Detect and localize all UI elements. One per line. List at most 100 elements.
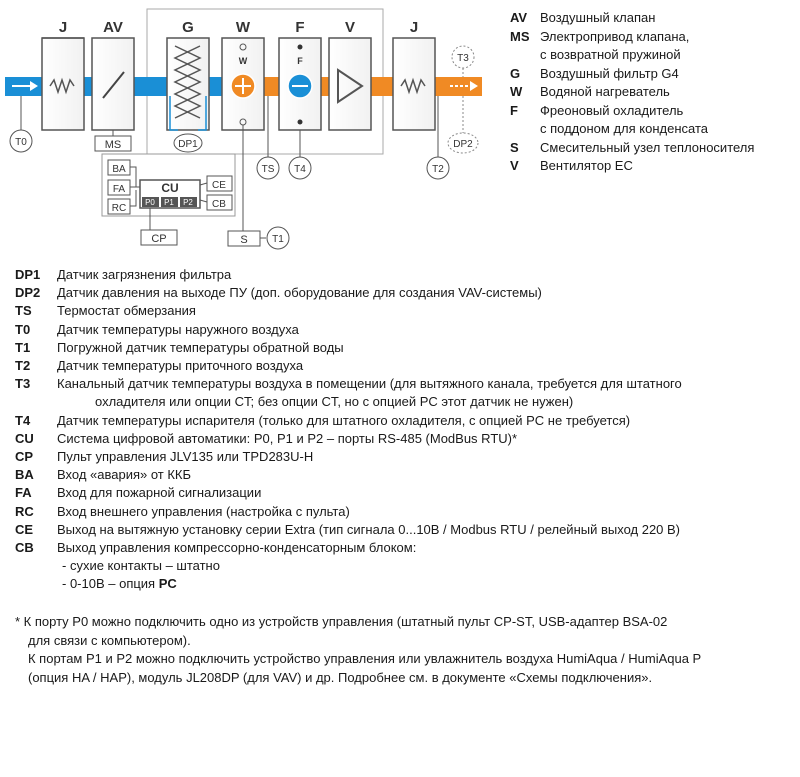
- cb-option-dry-contacts: - сухие контакты – штатно: [62, 558, 220, 574]
- unit-label-AV: AV: [103, 19, 123, 36]
- legend-top-row: AV Воздушный клапан: [510, 9, 800, 28]
- legend-code: FA: [15, 485, 32, 501]
- legend-main-row: DP1 Датчик загрязнения фильтра: [15, 266, 795, 284]
- legend-top-row: с поддоном для конденсата: [510, 120, 800, 139]
- cb-option-code: PC: [158, 576, 177, 592]
- legend-code: T4: [15, 412, 31, 428]
- sensor-T4: [288, 156, 312, 180]
- legend-code: T3: [15, 376, 31, 392]
- legend-description: Термостат обмерзания: [57, 303, 196, 319]
- legend-main-row: CP Пульт управления JLV135 или TPD283U-H: [15, 448, 795, 466]
- sensor-label-T2: T2: [432, 164, 444, 175]
- legend-description: Фреоновый охладитель: [540, 102, 684, 118]
- legend-description: Датчик загрязнения фильтра: [57, 267, 232, 282]
- legend-code: MS: [510, 28, 530, 44]
- flex-connector-icon: [400, 77, 426, 95]
- sensor-DP2: [447, 132, 479, 154]
- actuator-MS: [94, 135, 132, 152]
- legend-top-row: с возвратной пружиной: [510, 46, 800, 65]
- legend-code: CB: [15, 540, 34, 556]
- legend-code: [510, 120, 540, 139]
- unit-V: V: [328, 19, 372, 131]
- unit-G: G: [166, 19, 210, 131]
- sensor-label-TS: TS: [262, 164, 275, 175]
- input-label-FA: FA: [113, 184, 126, 195]
- port-P2: [180, 197, 197, 207]
- legend-description: Погружной датчик температуры обратной во…: [57, 339, 344, 355]
- legend-description: Водяной нагреватель: [540, 84, 670, 99]
- legend-code: AV: [510, 10, 528, 25]
- unit-small-label-W: W: [239, 56, 248, 66]
- sensor-label-DP2: DP2: [453, 139, 473, 150]
- legend-code: T2: [15, 358, 31, 374]
- port-label-P2: P2: [183, 198, 193, 207]
- footnote-line: для связи с компьютером).: [28, 632, 191, 648]
- sensor-label-T4: T4: [294, 164, 306, 175]
- sensor-label-T0: T0: [15, 137, 27, 148]
- cb-option-text: - 0-10В – опция: [62, 576, 159, 592]
- unit-F: F F: [278, 19, 322, 131]
- legend-top-row: G Воздушный фильтр G4: [510, 65, 800, 84]
- legend-main-row: TS Термостат обмерзания: [15, 302, 795, 320]
- sensor-T0: [9, 129, 33, 153]
- legend-code: TS: [15, 303, 32, 319]
- legend-code: S: [510, 139, 519, 155]
- unit-W: W W: [221, 19, 265, 131]
- legend-description: Воздушный фильтр G4: [540, 65, 679, 81]
- legend-description: с поддоном для конденсата: [540, 121, 708, 136]
- port-label-P1: P1: [164, 198, 174, 207]
- port-label-P0: P0: [145, 198, 155, 207]
- sensor-label-DP1: DP1: [178, 139, 198, 150]
- unit-label-F: F: [295, 19, 304, 36]
- legend-description: с возвратной пружиной: [540, 47, 681, 62]
- legend-code: DP2: [15, 285, 41, 301]
- unit-label-J1: J: [59, 19, 67, 36]
- cb-option-0-10v: - 0-10В – опция PC: [15, 575, 795, 593]
- port-P0: [142, 197, 159, 207]
- unit-label-G: G: [182, 19, 194, 36]
- legend-main-row: T2 Датчик температуры приточного воздуха: [15, 357, 795, 375]
- legend-description: Вентилятор EC: [540, 158, 633, 173]
- legend-description: Система цифровой автоматики: P0, P1 и P2…: [57, 430, 518, 446]
- fan-triangle-icon: [337, 68, 364, 104]
- legend-description: Пульт управления JLV135 или TPD283U-H: [57, 449, 314, 465]
- sensor-label-T3: T3: [457, 53, 469, 64]
- legend-code: RC: [15, 503, 34, 519]
- output-label-CE: CE: [212, 180, 226, 191]
- port-P1: [161, 197, 178, 207]
- legend-code: [510, 46, 540, 65]
- legend-main-row: T3 Канальный датчик температуры воздуха в…: [15, 375, 795, 393]
- controller-label-CU: CU: [161, 181, 178, 195]
- legend-description: Датчик температуры приточного воздуха: [57, 358, 304, 374]
- legend-code: T0: [15, 321, 31, 337]
- legend-code: CP: [15, 449, 34, 465]
- legend-description: Воздушный клапан: [540, 10, 656, 25]
- footnote-line: К портам P1 и P2 можно подключить устрой…: [28, 651, 702, 666]
- legend-description: Вход «авария» от ККБ: [57, 467, 192, 483]
- footnote-line: * К порту P0 можно подключить одно из ус…: [15, 614, 668, 629]
- unit-J2: J: [392, 19, 436, 131]
- legend-code: G: [510, 65, 521, 81]
- legend-code: DP1: [15, 267, 41, 282]
- legend-main-row: охладителя или опции CT; без опции CT, н…: [15, 393, 795, 411]
- sensor-T3: [451, 45, 475, 69]
- sensor-DP1: [173, 133, 203, 153]
- legend-code: V: [510, 158, 519, 173]
- sensor-TS: [256, 156, 280, 180]
- legend-description: Канальный датчик температуры воздуха в п…: [57, 376, 682, 392]
- legend-description: Датчик температуры испарителя (только дл…: [57, 412, 631, 428]
- legend-code: CE: [15, 521, 34, 537]
- legend-main-row: CB Выход управления компрессорно-конденса…: [15, 539, 795, 557]
- unit-small-label-F: F: [297, 56, 303, 66]
- legend-description: Выход управления компрессорно-конденсато…: [57, 540, 417, 556]
- unit-label-W: W: [236, 19, 251, 36]
- legend-top-row: V Вентилятор EC: [510, 157, 800, 176]
